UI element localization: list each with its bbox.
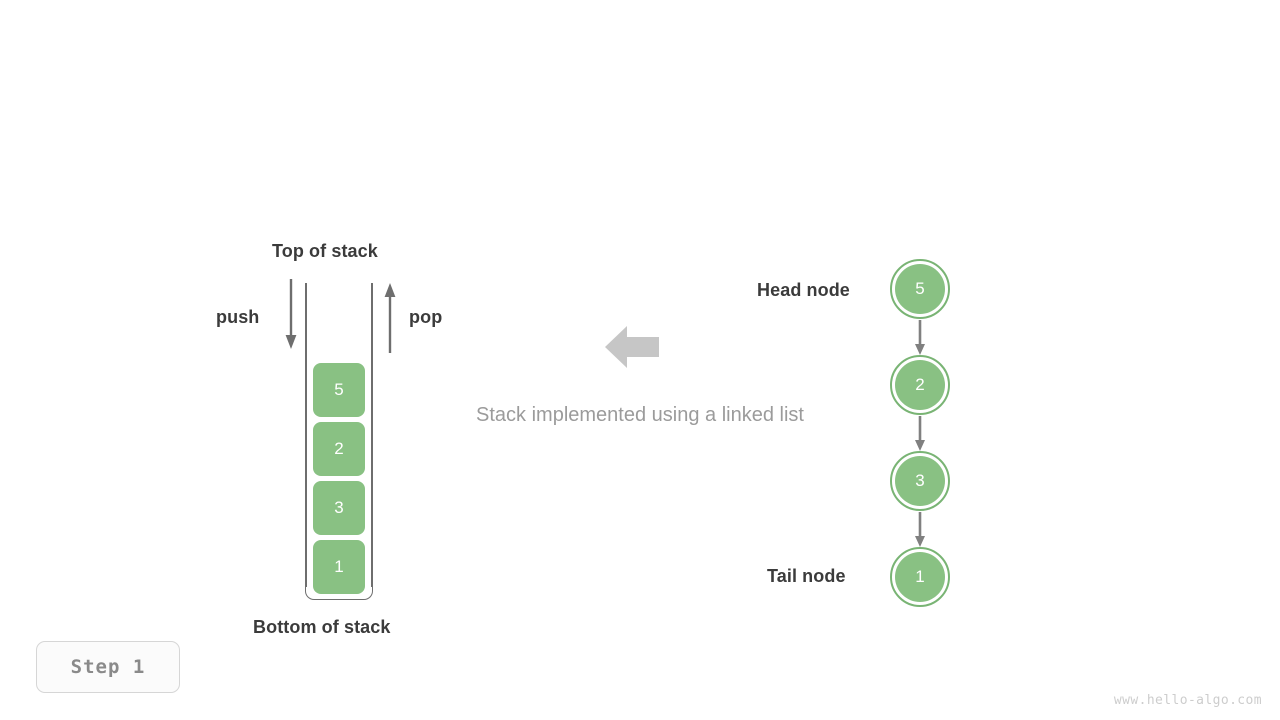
node-value: 1 <box>895 552 945 602</box>
stack-rail-left <box>305 283 307 587</box>
node-value: 3 <box>895 456 945 506</box>
node-link-arrow-icon <box>915 416 925 451</box>
diagram-caption: Stack implemented using a linked list <box>476 404 804 426</box>
pop-arrow-up-icon <box>384 283 396 353</box>
linked-list: 5 2 3 1 <box>884 254 956 614</box>
list-node: 2 <box>890 355 950 415</box>
stack-item: 3 <box>313 481 365 535</box>
tail-node-label: Tail node <box>767 566 846 586</box>
stack-item-list: 5 2 3 1 <box>313 363 365 594</box>
list-node: 5 <box>890 259 950 319</box>
arrow-left-block-icon <box>605 326 659 368</box>
node-link-arrow-icon <box>915 320 925 355</box>
step-badge: Step 1 <box>36 641 180 693</box>
node-ring <box>890 259 950 319</box>
node-ring <box>890 355 950 415</box>
stack-rail-right <box>371 283 373 587</box>
stack-item: 2 <box>313 422 365 476</box>
stack-rail-bottom <box>305 569 373 600</box>
node-link-arrow-icon <box>915 512 925 547</box>
top-of-stack-label: Top of stack <box>272 241 378 261</box>
bottom-of-stack-label: Bottom of stack <box>253 617 391 637</box>
node-value: 2 <box>895 360 945 410</box>
list-node: 1 <box>890 547 950 607</box>
node-value: 5 <box>895 264 945 314</box>
watermark: www.hello-algo.com <box>1113 693 1262 708</box>
push-arrow-down-icon <box>285 279 297 349</box>
stack-item: 1 <box>313 540 365 594</box>
head-node-label: Head node <box>757 280 850 300</box>
stack-item: 5 <box>313 363 365 417</box>
pop-label: pop <box>409 307 443 327</box>
stack-container: 5 2 3 1 <box>305 283 373 600</box>
node-ring <box>890 547 950 607</box>
node-ring <box>890 451 950 511</box>
push-label: push <box>216 307 260 327</box>
list-node: 3 <box>890 451 950 511</box>
